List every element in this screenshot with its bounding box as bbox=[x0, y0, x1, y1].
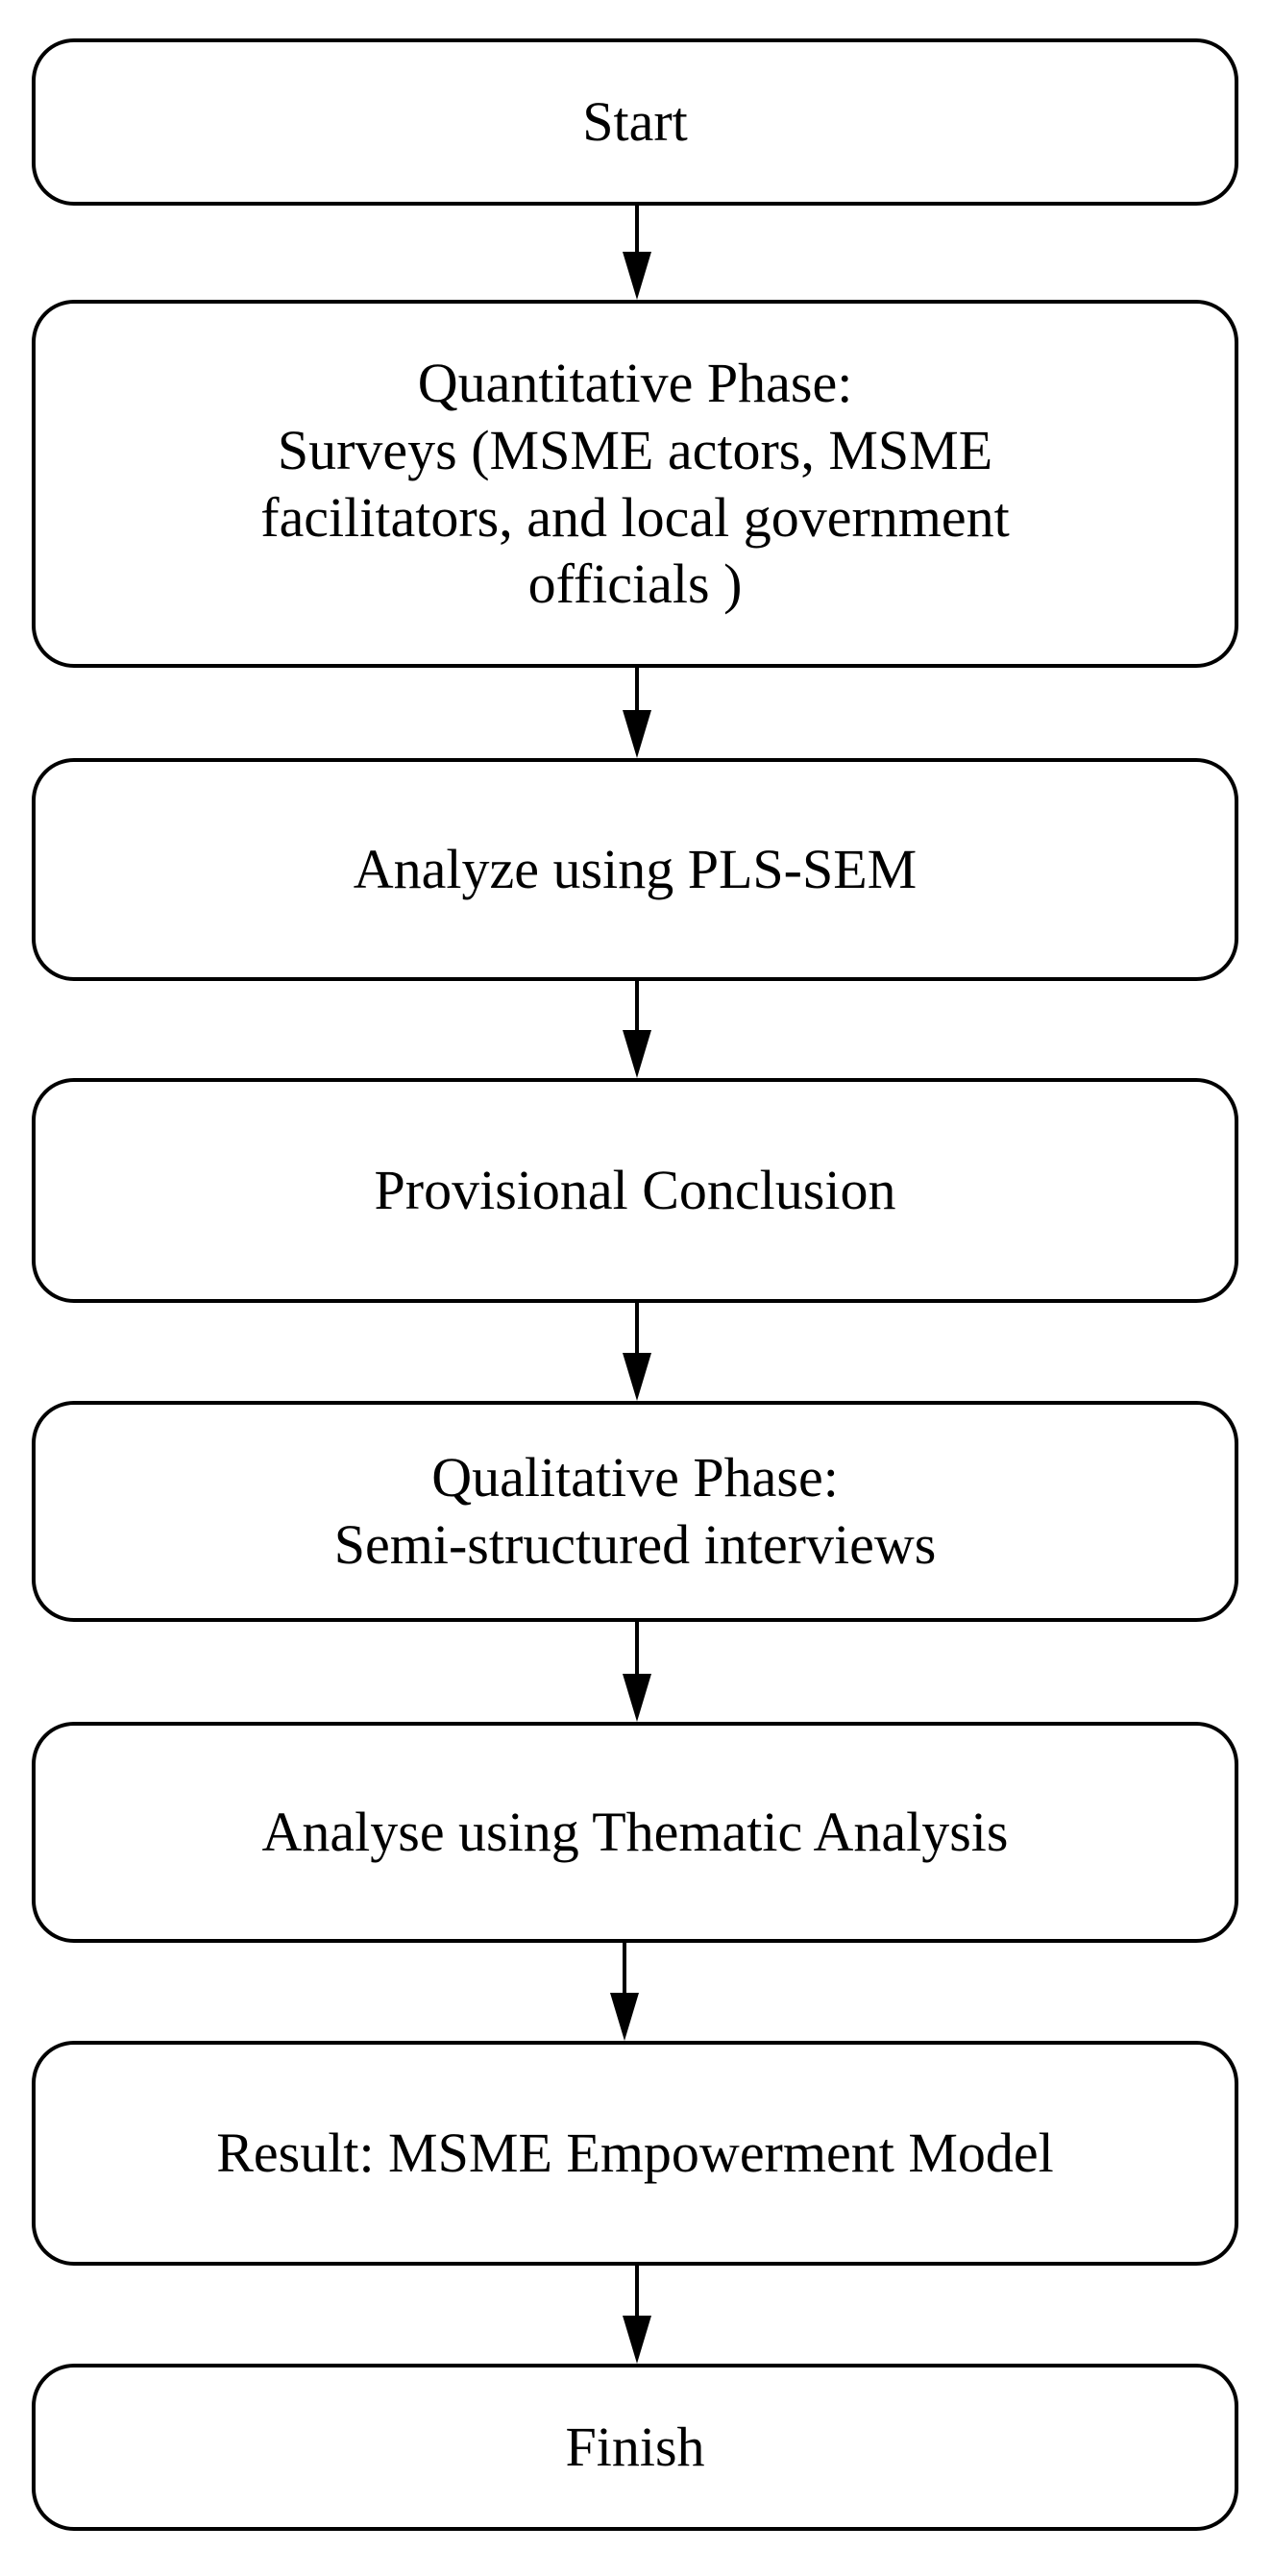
thematic-analysis-box: Analyse using Thematic Analysis bbox=[32, 1722, 1238, 1943]
finish-box: Finish bbox=[32, 2364, 1238, 2531]
arrow-provisional-to-qualitative bbox=[623, 1303, 651, 1401]
result-label: Result: MSME Empowerment Model bbox=[216, 2122, 1054, 2185]
qualitative-phase-line-1: Qualitative Phase: bbox=[431, 1446, 839, 1509]
quantitative-phase-line-1: Quantitative Phase: bbox=[417, 352, 853, 415]
quantitative-phase-box: Quantitative Phase: Surveys (MSME actors… bbox=[32, 300, 1238, 668]
provisional-conclusion-box: Provisional Conclusion bbox=[32, 1078, 1238, 1303]
analyze-pls-sem-box: Analyze using PLS-SEM bbox=[32, 758, 1238, 981]
arrow-start-to-quantitative bbox=[623, 206, 651, 300]
arrow-pls-sem-to-provisional bbox=[623, 981, 651, 1078]
arrow-result-to-finish bbox=[623, 2266, 651, 2364]
qualitative-phase-box: Qualitative Phase: Semi-structured inter… bbox=[32, 1401, 1238, 1622]
quantitative-phase-line-3: facilitators, and local government bbox=[260, 485, 1010, 549]
result-box: Result: MSME Empowerment Model bbox=[32, 2041, 1238, 2266]
provisional-conclusion-label: Provisional Conclusion bbox=[374, 1159, 896, 1222]
analyze-pls-sem-label: Analyze using PLS-SEM bbox=[353, 838, 918, 901]
finish-label: Finish bbox=[565, 2416, 705, 2479]
thematic-analysis-label: Analyse using Thematic Analysis bbox=[261, 1801, 1009, 1864]
arrow-qualitative-to-thematic bbox=[623, 1622, 651, 1722]
quantitative-phase-line-4: officials ) bbox=[527, 552, 743, 616]
quantitative-phase-line-2: Surveys (MSME actors, MSME bbox=[277, 418, 993, 481]
start-box: Start bbox=[32, 38, 1238, 206]
start-label: Start bbox=[582, 90, 688, 154]
qualitative-phase-line-2: Semi-structured interviews bbox=[333, 1513, 937, 1576]
arrow-quantitative-to-pls-sem bbox=[623, 668, 651, 758]
arrow-thematic-to-result bbox=[610, 1943, 639, 2041]
